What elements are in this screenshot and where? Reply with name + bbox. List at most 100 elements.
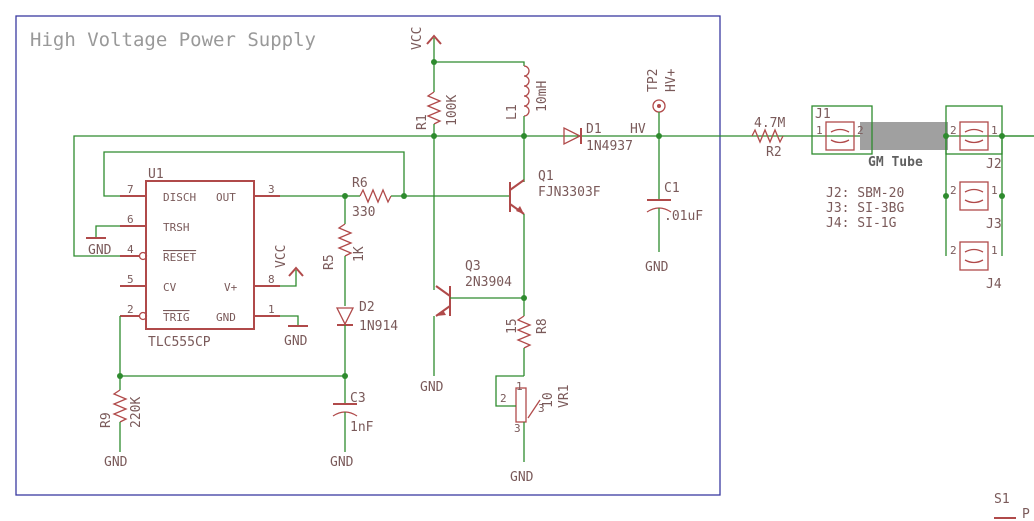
svg-text:15: 15 <box>505 318 520 334</box>
svg-text:HV+: HV+ <box>664 68 679 92</box>
svg-text:S1: S1 <box>994 492 1010 507</box>
j3-connector: 2 1 J3 <box>950 181 1002 232</box>
svg-text:6: 6 <box>127 213 134 226</box>
gm-tube-area: GM Tube <box>811 105 1034 256</box>
svg-text:R8: R8 <box>535 318 550 334</box>
svg-text:VCC: VCC <box>410 27 425 50</box>
svg-text:D2: D2 <box>359 300 375 315</box>
svg-text:TLC555CP: TLC555CP <box>148 335 211 350</box>
svg-text:Q3: Q3 <box>465 259 481 274</box>
svg-text:J4: J4 <box>986 277 1002 292</box>
svg-text:TP2: TP2 <box>646 69 661 92</box>
r9-resistor: R9 220K GND <box>99 389 144 470</box>
svg-text:RESET: RESET <box>163 251 196 264</box>
svg-text:J2: SBM-20: J2: SBM-20 <box>826 186 904 201</box>
svg-text:2: 2 <box>127 303 134 316</box>
svg-text:2: 2 <box>857 124 864 137</box>
svg-text:C3: C3 <box>350 391 366 406</box>
vcc-symbol-u1: VCC <box>274 245 304 277</box>
svg-text:100K: 100K <box>445 95 460 126</box>
svg-text:2: 2 <box>950 124 957 137</box>
gnd-symbol-pin1: GND <box>284 325 308 349</box>
svg-text:1: 1 <box>991 244 998 257</box>
s1-switch-partial: S1 P <box>994 492 1030 521</box>
svg-text:VCC: VCC <box>274 245 289 268</box>
svg-text:4.7M: 4.7M <box>754 116 785 131</box>
j2-connector: 2 1 J2 <box>950 121 1002 172</box>
svg-text:1: 1 <box>816 124 823 137</box>
vr1-trimpot: 1 2 3 3 10 VR1 GND <box>495 375 572 485</box>
svg-text:1N4937: 1N4937 <box>586 139 633 154</box>
svg-text:GND: GND <box>330 455 354 470</box>
r8-resistor: 15 R8 <box>505 298 550 376</box>
svg-text:CV: CV <box>163 281 177 294</box>
c3-capacitor: C3 1nF GND <box>330 376 374 470</box>
r1-resistor: R1 100K <box>415 91 460 290</box>
wires-u1 <box>73 133 1034 390</box>
svg-text:GND: GND <box>645 260 669 275</box>
j1-connector: J1 1 2 <box>815 107 864 151</box>
svg-text:1N914: 1N914 <box>359 319 398 334</box>
svg-text:DISCH: DISCH <box>163 191 196 204</box>
svg-text:R9: R9 <box>99 412 114 428</box>
svg-text:10: 10 <box>541 392 556 408</box>
c1-capacitor: C1 .01uF GND <box>645 136 703 275</box>
tp2-testpoint: TP2 HV+ <box>646 68 679 136</box>
svg-text:2: 2 <box>950 184 957 197</box>
r2-resistor: 4.7M R2 <box>751 116 785 160</box>
vcc-symbol-top: VCC <box>410 27 525 92</box>
svg-text:1: 1 <box>991 124 998 137</box>
svg-text:GND: GND <box>104 455 128 470</box>
svg-text:3: 3 <box>268 183 275 196</box>
svg-text:J1: J1 <box>815 107 831 122</box>
svg-text:TRIG: TRIG <box>163 311 190 324</box>
svg-text:.01uF: .01uF <box>664 209 703 224</box>
gnd-symbol-u1: GND <box>86 237 112 258</box>
svg-text:GM Tube: GM Tube <box>868 155 923 170</box>
svg-text:8: 8 <box>268 273 275 286</box>
svg-text:TRSH: TRSH <box>163 221 190 234</box>
svg-text:Q1: Q1 <box>538 169 554 184</box>
svg-text:GND: GND <box>284 334 308 349</box>
svg-text:R5: R5 <box>322 254 337 270</box>
svg-text:330: 330 <box>352 205 375 220</box>
svg-text:GND: GND <box>510 470 534 485</box>
svg-text:FJN3303F: FJN3303F <box>538 185 601 200</box>
svg-text:1nF: 1nF <box>350 420 374 435</box>
svg-text:4: 4 <box>127 243 134 256</box>
svg-text:D1: D1 <box>586 122 602 137</box>
svg-text:1: 1 <box>516 380 523 393</box>
svg-text:J4: SI-1G: J4: SI-1G <box>826 216 897 231</box>
svg-text:1: 1 <box>268 303 275 316</box>
svg-text:7: 7 <box>127 183 134 196</box>
svg-text:3: 3 <box>538 402 545 415</box>
svg-text:3: 3 <box>514 422 521 435</box>
svg-text:J3: J3 <box>986 217 1002 232</box>
svg-text:10mH: 10mH <box>535 81 550 112</box>
svg-text:C1: C1 <box>664 181 680 196</box>
svg-text:220K: 220K <box>129 397 144 428</box>
svg-text:R2: R2 <box>766 145 782 160</box>
svg-text:1K: 1K <box>352 246 367 262</box>
svg-text:2N3904: 2N3904 <box>465 275 512 290</box>
u1-timer: U1 TLC555CP DISCH TRSH RESET CV TRIG OUT… <box>120 167 280 350</box>
q3-transistor: Q3 2N3904 GND <box>420 259 527 395</box>
j4-connector: 2 1 J4 <box>950 241 1002 292</box>
tube-notes: J2: SBM-20 J3: SI-3BG J4: SI-1G <box>826 186 904 231</box>
d2-diode: D2 1N914 <box>335 300 398 376</box>
svg-text:GND: GND <box>88 243 112 258</box>
sheet-frame <box>15 15 721 496</box>
svg-text:GND: GND <box>420 380 444 395</box>
svg-text:R6: R6 <box>352 176 368 191</box>
d1-diode: D1 1N4937 HV <box>563 122 646 154</box>
svg-text:J3: SI-3BG: J3: SI-3BG <box>826 201 904 216</box>
svg-text:VR1: VR1 <box>557 385 572 408</box>
svg-text:2: 2 <box>500 392 507 405</box>
svg-text:GND: GND <box>216 311 236 324</box>
svg-text:OUT: OUT <box>216 191 236 204</box>
r5-resistor: R5 1K <box>322 196 367 306</box>
q1-transistor: Q1 FJN3303F <box>509 169 601 298</box>
r6-resistor: R6 330 <box>345 176 510 220</box>
svg-text:U1: U1 <box>148 167 164 182</box>
